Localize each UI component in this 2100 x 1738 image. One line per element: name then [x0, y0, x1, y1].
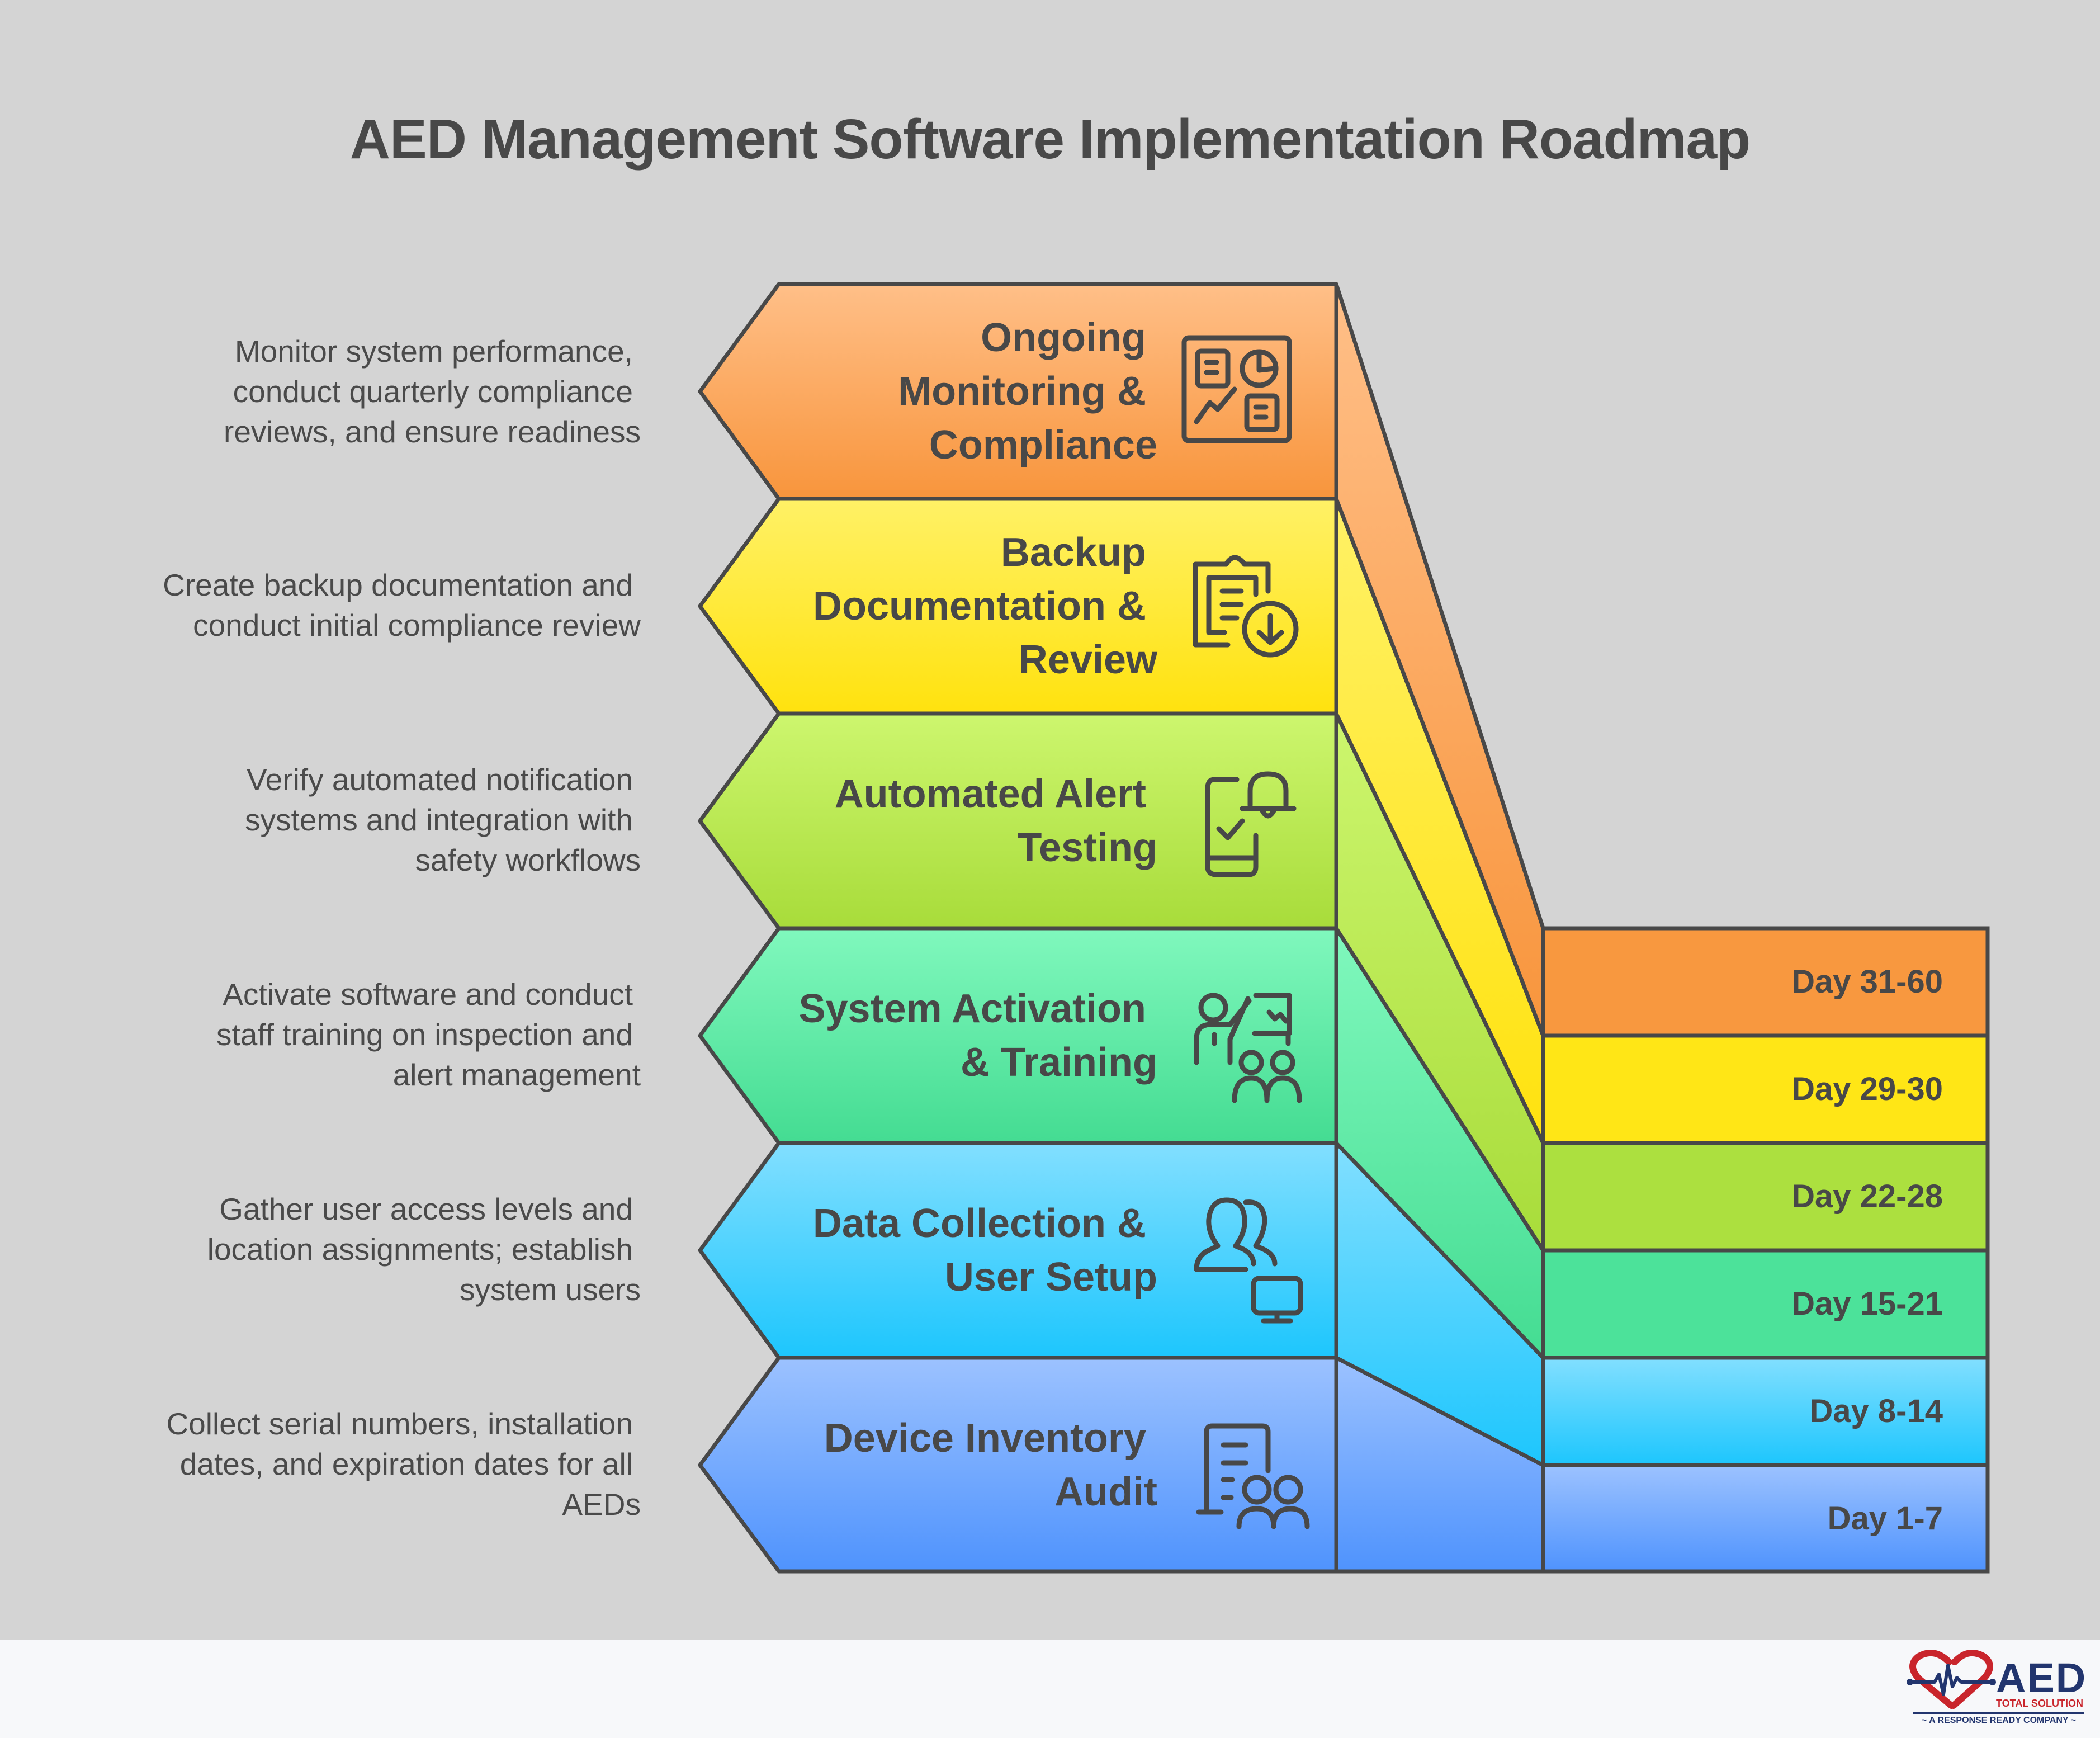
- logo-subtitle: TOTAL SOLUTION: [1996, 1698, 2083, 1709]
- stage-description-system-activation: Activate software and conduct staff trai…: [216, 977, 641, 1092]
- stage-description-device-inventory: Collect serial numbers, installation dat…: [166, 1406, 641, 1522]
- stage-description-automated-alert: Verify automated notification systems an…: [245, 762, 641, 877]
- document-users-icon: [1196, 1423, 1310, 1529]
- stage-label-automated-alert-testing: Automated Alert Testing: [834, 772, 1157, 870]
- stage-description-ongoing-monitoring: Monitor system performance, conduct quar…: [224, 334, 641, 449]
- stage-arrows: [698, 282, 1338, 1574]
- stage-label-ongoing-monitoring: Ongoing Monitoring & Compliance: [898, 315, 1157, 467]
- stage-label-backup-documentation: Backup Documentation & Review: [812, 530, 1157, 682]
- stage-label-system-activation: System Activation & Training: [798, 986, 1157, 1085]
- day-label-15-21: Day 15-21: [1791, 1286, 1943, 1322]
- stage-label-data-collection: Data Collection & User Setup: [812, 1201, 1157, 1300]
- roadmap-diagram: [698, 282, 1990, 1574]
- logo-tagline: ~ A RESPONSE READY COMPANY ~: [1921, 1716, 2077, 1725]
- stage-description-data-collection: Gather user access levels and location a…: [207, 1192, 641, 1307]
- day-label-29-30: Day 29-30: [1791, 1071, 1943, 1107]
- stage-description-backup-documentation: Create backup documentation and conduct …: [163, 568, 641, 643]
- day-box-6: [1541, 1463, 1990, 1574]
- stage-label-device-inventory: Device Inventory Audit: [824, 1416, 1157, 1514]
- connector-bands: [1334, 282, 1545, 1574]
- users-monitor-icon: [1194, 1197, 1303, 1324]
- day-label-31-60: Day 31-60: [1791, 964, 1943, 1000]
- day-label-22-28: Day 22-28: [1791, 1178, 1943, 1215]
- day-box-3: [1541, 1141, 1990, 1253]
- day-box-2: [1541, 1033, 1990, 1145]
- heart-ekg-icon: [1907, 1650, 1996, 1709]
- day-label-8-14: Day 8-14: [1809, 1393, 1943, 1429]
- page-title: AED Management Software Implementation R…: [349, 108, 1751, 171]
- day-boxes: [1541, 926, 1990, 1574]
- day-box-4: [1541, 1248, 1990, 1360]
- logo-divider: [1913, 1712, 2084, 1714]
- day-label-1-7: Day 1-7: [1827, 1500, 1943, 1537]
- logo-brand: AED: [1996, 1655, 2087, 1701]
- stage-arrow-6: [698, 1356, 1338, 1574]
- clipboard-download-icon: [1193, 555, 1299, 658]
- presenter-training-icon: [1194, 993, 1302, 1103]
- dashboard-icon: [1181, 335, 1292, 443]
- phone-bell-check-icon: [1205, 771, 1297, 877]
- aed-total-solution-logo: AED TOTAL SOLUTION ~ A RESPONSE READY CO…: [1907, 1650, 2091, 1728]
